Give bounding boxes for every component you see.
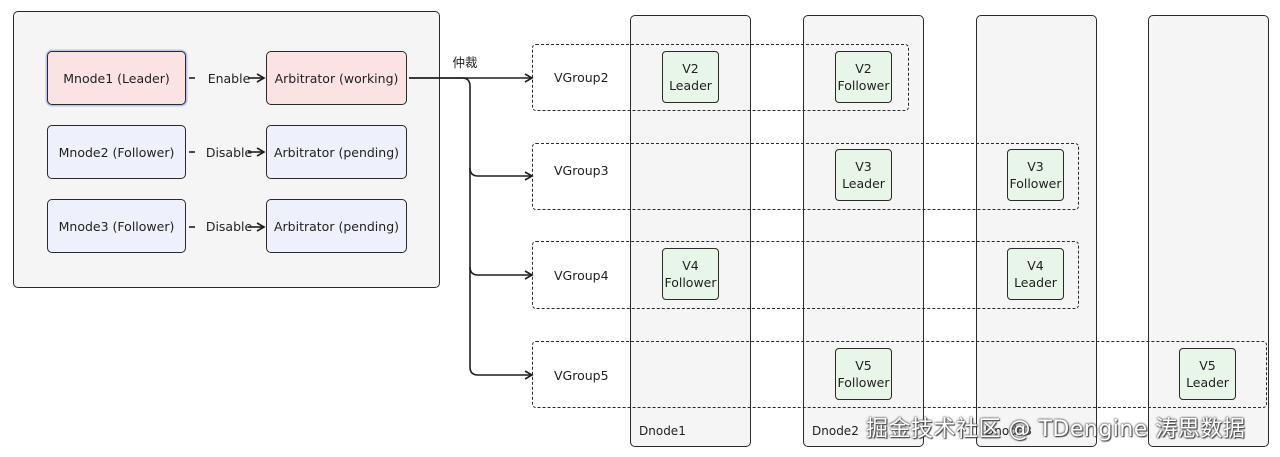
arbitrator-1: Arbitrator (working) (266, 51, 407, 105)
vgroup-4-row (532, 241, 1079, 309)
dnode-3-label: Dnode3 (985, 424, 1032, 438)
vgroup-3-row (532, 143, 1079, 210)
mnode-2-state: Disable (205, 144, 253, 160)
mnode-3-state: Disable (205, 218, 253, 234)
arbitration-label: 仲裁 (452, 54, 478, 70)
vgroup-2-label: VGroup2 (554, 70, 609, 85)
mnode-2-follower: Mnode2 (Follower) (47, 125, 186, 179)
dnode-1-label: Dnode1 (639, 424, 686, 438)
vgroup-5-row (532, 341, 1267, 408)
vgroup-5-label: VGroup5 (554, 368, 609, 383)
mnode-3-label: Mnode3 (Follower) (58, 218, 175, 234)
arbitrator-1-label: Arbitrator (working) (274, 70, 399, 86)
watermark-text: 掘金技术社区 @ TDengine 涛思数据 (866, 417, 1246, 442)
arbitrator-3-label: Arbitrator (pending) (273, 218, 400, 234)
vgroup-2-row (532, 44, 909, 111)
mnode-1-state: Enable (207, 70, 251, 86)
arbitrator-2-label: Arbitrator (pending) (273, 144, 400, 160)
dnode-3-column: Dnode3 (976, 15, 1097, 447)
mnode-1-label: Mnode1 (Leader) (63, 70, 170, 86)
arbitration-arrow-vgroup5 (469, 267, 534, 380)
arbitrator-2: Arbitrator (pending) (266, 125, 407, 179)
arbitration-arrow-vgroup4 (469, 168, 534, 280)
vgroup-4-label: VGroup4 (554, 268, 609, 283)
dnode-2-label: Dnode2 (812, 424, 859, 438)
arbitrator-3: Arbitrator (pending) (266, 199, 407, 253)
mnode-2-label: Mnode2 (Follower) (58, 144, 175, 160)
arbitration-arrow-vgroup3 (409, 77, 534, 181)
mnode-1-leader: Mnode1 (Leader) (47, 51, 186, 105)
mnode-3-follower: Mnode3 (Follower) (47, 199, 186, 253)
vgroup-3-label: VGroup3 (554, 163, 609, 178)
